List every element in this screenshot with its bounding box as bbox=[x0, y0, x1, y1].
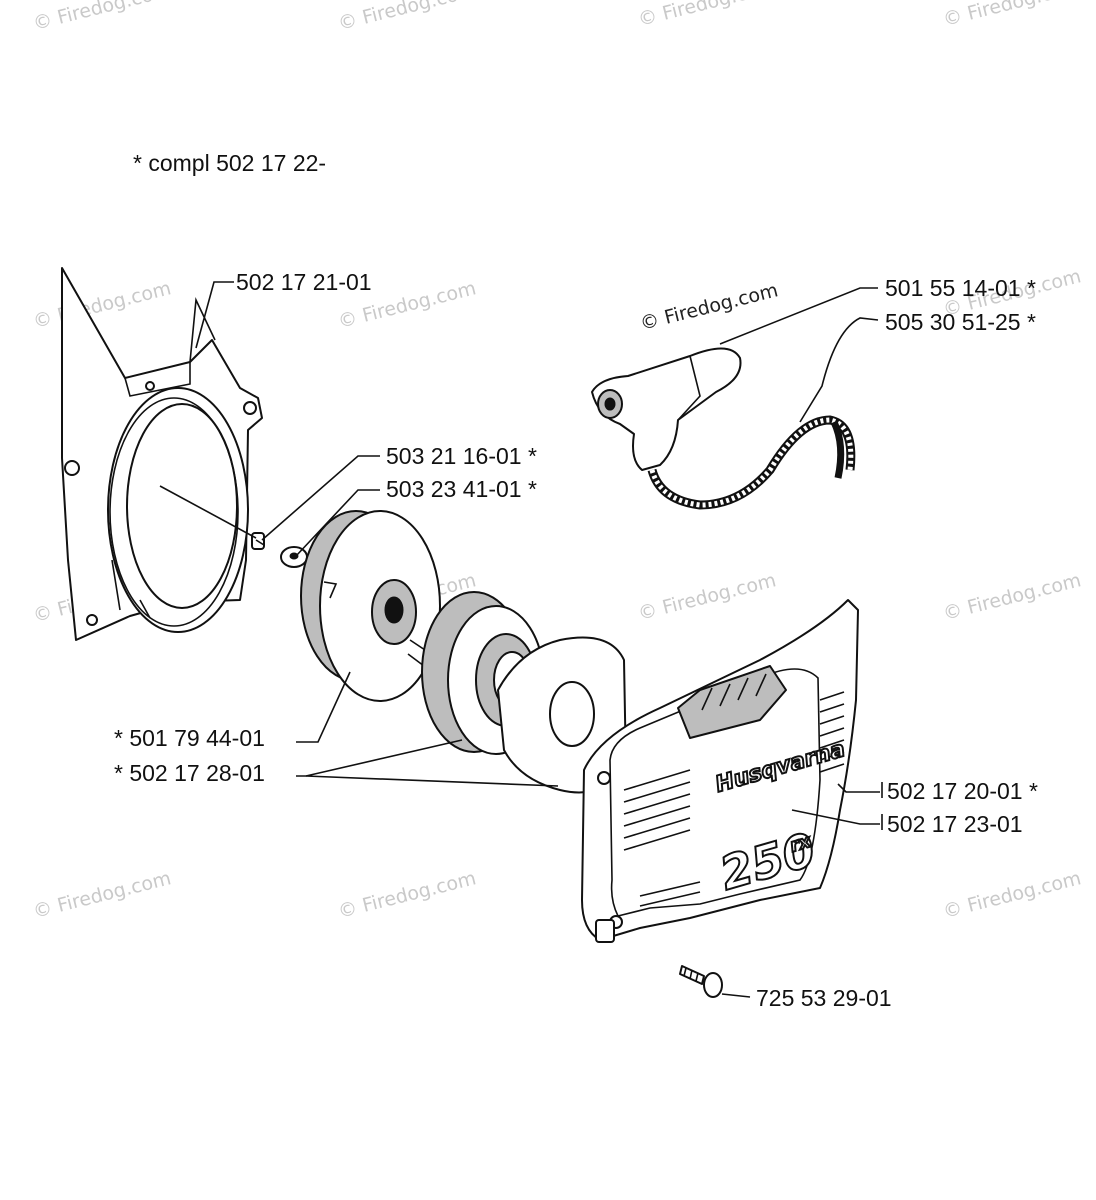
leader-housing-axis bbox=[159, 485, 257, 539]
starter-housing-part bbox=[61, 267, 263, 641]
leader-pulley bbox=[296, 671, 351, 743]
leader-lines bbox=[159, 281, 883, 998]
cover-screw-part bbox=[679, 965, 723, 998]
leader-washer bbox=[295, 489, 380, 557]
leader-cover bbox=[837, 783, 880, 793]
leader-decal bbox=[791, 809, 880, 825]
watermark: © Firedog.com bbox=[941, 569, 1083, 625]
watermark: © Firedog.com bbox=[336, 0, 478, 35]
label-screw: 503 21 16-01 * bbox=[386, 443, 537, 469]
watermark: © Firedog.com bbox=[31, 867, 173, 923]
starter-cord-part bbox=[647, 415, 856, 510]
watermark: © Firedog.com bbox=[31, 0, 173, 35]
model-logo-text: 250 bbox=[714, 822, 821, 900]
label-recoil-spring: * 502 17 28-01 bbox=[114, 760, 265, 786]
leader-cover-screw bbox=[721, 993, 751, 998]
leader-starter-housing bbox=[195, 281, 234, 349]
leader-handle bbox=[719, 287, 878, 345]
watermark: © Firedog.com bbox=[941, 0, 1083, 31]
label-starter-housing: 502 17 21-01 bbox=[236, 269, 372, 295]
label-pulley: * 501 79 44-01 bbox=[114, 725, 265, 751]
pulley-part bbox=[300, 510, 442, 702]
label-decal: 502 17 23-01 bbox=[887, 811, 1023, 837]
label-washer: 503 23 41-01 * bbox=[386, 476, 537, 502]
label-cover-screw: 725 53 29-01 bbox=[756, 985, 892, 1011]
label-handle: 501 55 14-01 * bbox=[885, 275, 1036, 301]
watermark: © Firedog.com bbox=[636, 569, 778, 625]
leader-screw bbox=[261, 455, 380, 541]
watermark: © Firedog.com bbox=[31, 277, 173, 333]
leader-spring-1 bbox=[296, 739, 463, 777]
screw-part bbox=[251, 532, 265, 550]
complete-assembly-note: * compl 502 17 22- bbox=[133, 150, 326, 176]
watermark: © Firedog.com bbox=[638, 279, 780, 335]
leader-spring-2 bbox=[305, 775, 559, 787]
label-cover: 502 17 20-01 * bbox=[887, 778, 1038, 804]
vent-grille-right bbox=[819, 691, 845, 773]
starter-cover-part: Husqvarna 250 rx bbox=[581, 599, 859, 943]
label-starter-cord: 505 30 51-25 * bbox=[885, 309, 1036, 335]
watermark: © Firedog.com bbox=[941, 867, 1083, 923]
washer-part bbox=[280, 546, 308, 568]
watermark: © Firedog.com bbox=[636, 0, 778, 31]
watermark: © Firedog.com bbox=[336, 867, 478, 923]
starter-handle-part bbox=[591, 347, 742, 471]
vent-grille-left bbox=[623, 769, 691, 851]
leader-cord bbox=[799, 317, 879, 423]
